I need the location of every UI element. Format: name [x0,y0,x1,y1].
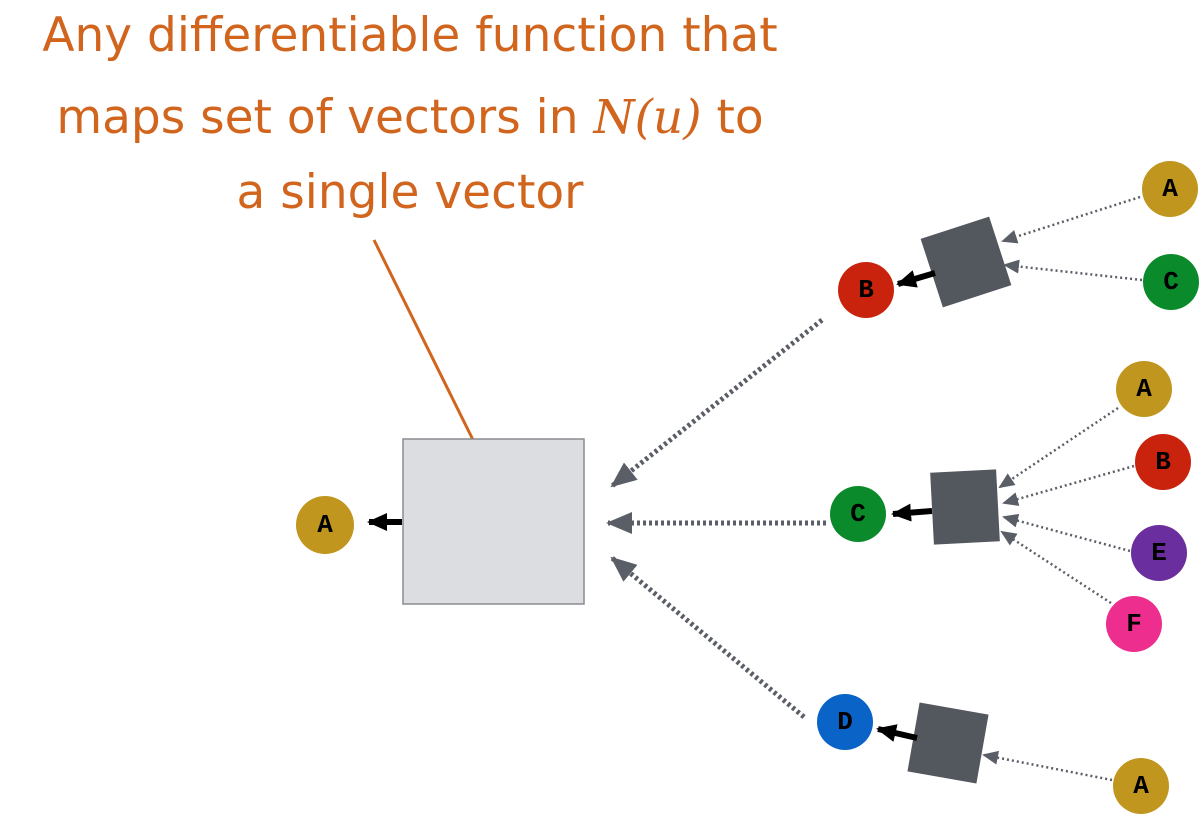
node-level1-c-label: C [850,499,866,529]
node-level1-b: B [838,262,894,318]
node-level1-d-circle [817,694,873,750]
node-c-neighbor-e: E [1131,525,1187,581]
caption-line-2: maps set of vectors in N(u) to [0,90,820,146]
edge-aggregator-c-to-c [891,503,933,522]
node-target: A [296,496,354,554]
node-target-label: A [317,510,333,540]
node-d-neighbor-a-circle [1113,758,1169,814]
node-b-neighbor-c: C [1143,254,1199,310]
node-b-neighbor-a-label: A [1162,174,1178,204]
node-b-neighbor-c-label: C [1163,267,1179,297]
main-aggregator-box [402,438,585,605]
aggregator-box-b [920,216,1012,308]
caption-pointer-arrow [372,239,481,454]
node-level1-b-circle [838,262,894,318]
node-b-neighbor-c-circle [1143,254,1199,310]
edge-d-neighbor-a [982,750,1113,782]
node-d-neighbor-a-label: A [1133,771,1149,801]
node-c-neighbor-f-label: F [1126,609,1142,639]
node-c-neighbor-e-label: E [1151,538,1167,568]
caption-line-3: a single vector [0,165,820,221]
node-c-neighbor-b-circle [1135,434,1191,490]
caption-text-2a: maps set of vectors in [56,90,594,145]
caption-line-1: Any differentiable function that [0,8,820,64]
node-d-neighbor-a: A [1113,758,1169,814]
edge-c-neighbor-f [1000,530,1112,605]
node-target-circle [296,496,354,554]
edge-aggregator-d-to-d [876,724,918,742]
aggregator-box-d [907,702,989,784]
caption-text-3: a single vector [236,165,584,220]
edge-d-to-main-aggregator [610,556,806,719]
node-c-neighbor-b-label: B [1155,447,1171,477]
edge-c-neighbor-e [1002,513,1131,553]
node-b-neighbor-a-circle [1142,161,1198,217]
node-level1-c-circle [830,486,886,542]
caption-text-1: Any differentiable function that [42,8,778,63]
node-c-neighbor-a: A [1116,361,1172,417]
caption-text-2b: to [701,90,764,145]
node-level1-d: D [817,694,873,750]
edge-b-neighbor-c [1003,259,1143,282]
edge-b-to-main-aggregator [610,318,824,488]
edge-aggregator-b-to-b [896,270,936,288]
node-c-neighbor-b: B [1135,434,1191,490]
node-c-neighbor-f: F [1106,596,1162,652]
node-c-neighbor-a-label: A [1136,374,1152,404]
node-c-neighbor-a-circle [1116,361,1172,417]
node-level1-b-label: B [858,275,874,305]
node-level1-d-label: D [837,707,853,737]
node-c-neighbor-f-circle [1106,596,1162,652]
edge-c-neighbor-a [998,406,1119,489]
caption-math-neighborhood: N(u) [593,90,702,145]
node-level1-c: C [830,486,886,542]
edge-b-neighbor-a [1001,195,1141,244]
aggregator-box-c [930,469,1000,545]
node-c-neighbor-e-circle [1131,525,1187,581]
edge-c-neighbor-b [1002,464,1135,506]
node-b-neighbor-a: A [1142,161,1198,217]
